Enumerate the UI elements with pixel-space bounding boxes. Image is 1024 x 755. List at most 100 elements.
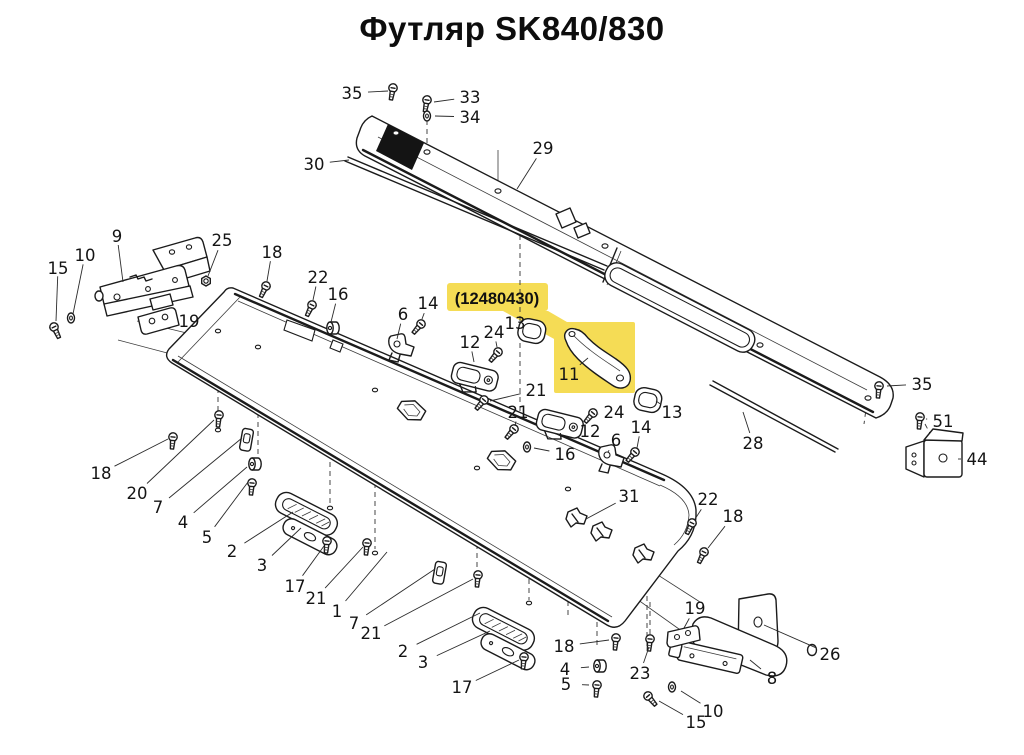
- leader-line: [694, 509, 702, 520]
- leader-line: [433, 98, 455, 103]
- leader-line: [643, 646, 650, 664]
- leader-line: [585, 502, 616, 520]
- screw-icon: [49, 322, 62, 340]
- part-label-22: 22: [308, 268, 329, 287]
- screw-icon: [643, 691, 658, 707]
- part-label-13: 13: [662, 403, 683, 422]
- screw-icon: [168, 432, 178, 450]
- leader-line: [579, 639, 610, 645]
- part-label-29: 29: [533, 139, 554, 158]
- part-label-14: 14: [631, 418, 652, 437]
- leader-line: [384, 578, 474, 627]
- part-label-2: 2: [227, 542, 238, 561]
- washer-icon: [422, 110, 432, 122]
- screw-icon: [592, 680, 602, 698]
- part-7-clip: [238, 427, 255, 453]
- screw-icon: [304, 300, 317, 318]
- part-label-6: 6: [398, 305, 409, 324]
- part-11-handle[interactable]: [564, 327, 632, 389]
- part-label-1: 1: [332, 602, 343, 621]
- screw-icon: [411, 319, 426, 335]
- leader-line: [168, 437, 243, 499]
- leader-line: [324, 546, 364, 589]
- part-label-19: 19: [179, 312, 200, 331]
- part-label-31: 31: [619, 487, 640, 506]
- leader-line: [680, 690, 701, 704]
- part-label-4: 4: [560, 660, 571, 679]
- part-label-17: 17: [452, 678, 473, 697]
- part-label-15: 15: [686, 713, 707, 732]
- leader-line: [607, 450, 610, 453]
- leader-line: [193, 466, 248, 514]
- leader-line: [396, 323, 402, 340]
- washer-icon: [66, 312, 76, 324]
- screw-icon: [583, 408, 598, 424]
- highlighted-part-code[interactable]: (12480430): [455, 290, 539, 308]
- leader-line: [742, 411, 751, 434]
- part-19-plate: [666, 625, 701, 648]
- part-label-20: 20: [127, 484, 148, 503]
- leader-line: [365, 568, 436, 616]
- leader-line: [329, 159, 350, 163]
- part-label-51: 51: [933, 412, 954, 431]
- part-label-18: 18: [723, 507, 744, 526]
- part-1-bottom-tray: [165, 287, 697, 628]
- leader-line: [207, 250, 219, 277]
- leader-line: [495, 341, 498, 348]
- part-label-35: 35: [342, 84, 363, 103]
- leader-line: [514, 421, 517, 427]
- leader-line: [117, 244, 124, 283]
- screw-icon: [422, 95, 432, 113]
- grommet-icon: [593, 659, 607, 673]
- leader-line: [516, 158, 537, 190]
- part-label-26: 26: [820, 645, 841, 664]
- nut-icon: [200, 275, 212, 287]
- grommet-icon: [326, 321, 340, 335]
- part-label-7: 7: [153, 498, 164, 517]
- leader-line: [302, 545, 325, 576]
- leader-line: [886, 384, 907, 387]
- part-label-21: 21: [526, 381, 547, 400]
- screw-icon: [474, 395, 489, 411]
- leader-line: [636, 436, 640, 449]
- part-29-top-cover: [355, 115, 894, 419]
- part-label-2: 2: [398, 642, 409, 661]
- part-label-18: 18: [91, 464, 112, 483]
- leader-line: [330, 303, 337, 323]
- part-30-trim-strip: [344, 156, 608, 271]
- part-label-22: 22: [698, 490, 719, 509]
- keyhole-slot: [396, 400, 427, 421]
- part-label-33: 33: [460, 88, 481, 107]
- leader-line: [683, 618, 690, 629]
- leader-line: [72, 264, 84, 315]
- part-label-21: 21: [361, 624, 382, 643]
- leader-line: [489, 393, 521, 402]
- leader-line: [658, 700, 684, 715]
- leader-line: [114, 438, 169, 467]
- screw-icon: [504, 424, 519, 440]
- part-label-25: 25: [212, 231, 233, 250]
- part-label-34: 34: [460, 108, 481, 127]
- screw-icon: [473, 570, 483, 588]
- leader-line: [214, 481, 249, 528]
- screw-icon: [362, 538, 372, 556]
- part-9-lock-assembly: [94, 236, 211, 317]
- part-label-14: 14: [418, 294, 439, 313]
- screw-icon: [322, 536, 332, 554]
- leader-line: [244, 511, 294, 544]
- screw-icon: [258, 281, 271, 299]
- fastener-icons: [49, 83, 925, 707]
- part-label-10: 10: [75, 246, 96, 265]
- part-label-19: 19: [685, 599, 706, 618]
- part-label-30: 30: [304, 155, 325, 174]
- part-label-7: 7: [349, 614, 360, 633]
- screw-icon: [247, 478, 257, 496]
- leader-line: [475, 659, 520, 681]
- leader-line: [707, 525, 726, 549]
- part-label-24: 24: [604, 403, 625, 422]
- leader-line: [579, 357, 589, 366]
- part-label-13: 13: [505, 314, 526, 333]
- part-label-12: 12: [460, 333, 481, 352]
